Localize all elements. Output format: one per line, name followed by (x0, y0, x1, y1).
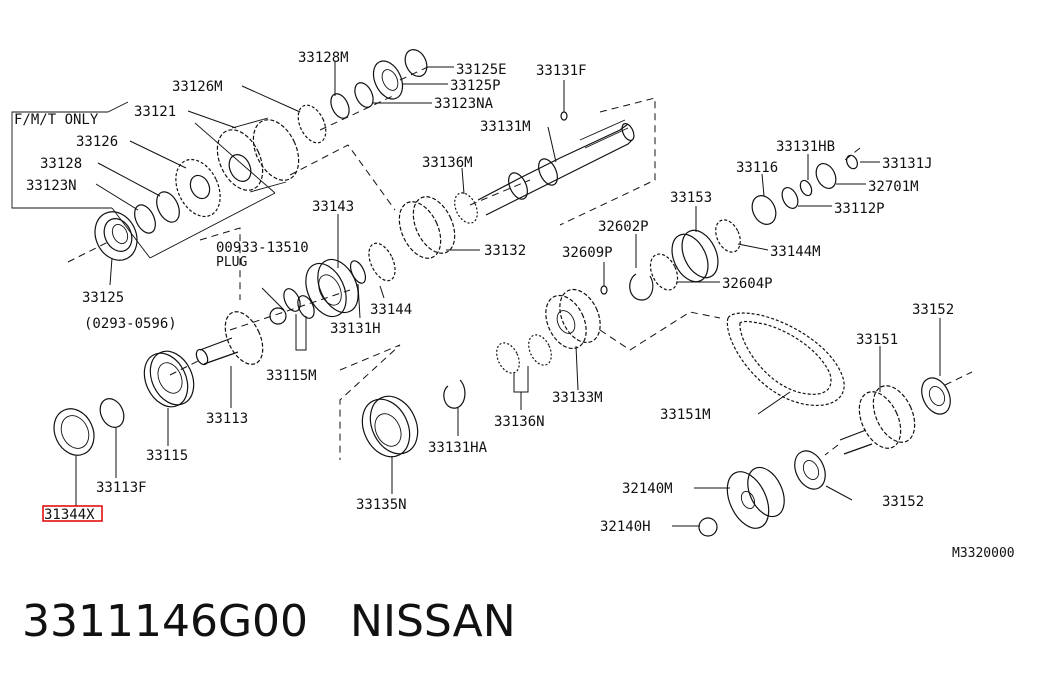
label-33112p: 33112P (834, 201, 885, 217)
ring-33123na (354, 82, 374, 108)
assembly-centerlines (67, 65, 973, 460)
part-caption: 3311146G00 NISSAN (22, 596, 516, 647)
label-33131hb: 33131HB (776, 139, 835, 155)
bearing-33152-lower (794, 450, 826, 490)
seal-31344x (53, 408, 95, 456)
leader-lines (75, 62, 941, 527)
label-32602p: 32602P (598, 219, 649, 235)
label-33136m: 33136M (422, 155, 473, 171)
part-32701m (815, 163, 837, 189)
sleeve-33153 (671, 229, 719, 283)
label-33115m: 33115M (266, 368, 317, 384)
needle-33136m (454, 192, 478, 224)
nut-32140h (698, 517, 718, 537)
label-33116: 33116 (736, 160, 778, 176)
sleeve-33143 (305, 258, 359, 318)
roller-33115m-b (297, 295, 315, 319)
label-33135n: 33135N (356, 497, 407, 513)
label-33132: 33132 (484, 243, 526, 259)
washer-33128m (330, 93, 350, 119)
label-33131h: 33131H (330, 321, 381, 337)
label-33151m: 33151M (660, 407, 711, 423)
washer-33125e (404, 49, 428, 77)
label-33128m: 33128M (298, 50, 349, 66)
label-33126: 33126 (76, 134, 118, 150)
pin-32609p (600, 285, 608, 295)
label-33113: 33113 (206, 411, 248, 427)
label-33144m: 33144M (770, 244, 821, 260)
snapring-33113f (99, 398, 125, 428)
gear-32604p (649, 253, 679, 291)
label-33128: 33128 (40, 156, 82, 172)
label-32604p: 32604P (722, 276, 773, 292)
label-date-range: (0293-0596) (84, 316, 177, 332)
plug-icon (269, 307, 287, 325)
brand-name: NISSAN (350, 596, 516, 647)
snapring-33131ha (443, 379, 466, 409)
bearing-33116 (751, 195, 777, 225)
highlight-box (42, 505, 103, 522)
label-31344x: 31344X (44, 507, 95, 523)
label-33125: 33125 (82, 290, 124, 306)
label-33133m: 33133M (552, 390, 603, 406)
label-33123na: 33123NA (434, 96, 494, 112)
sprocket-33126 (175, 158, 221, 218)
label-33123n: 33123N (26, 178, 77, 194)
label-plug-code: 00933-13510 (216, 240, 309, 256)
mainshaft-33131m (477, 119, 635, 216)
label-plug-name: PLUG (216, 255, 247, 270)
fmt-only-label: F/M/T ONLY (14, 112, 99, 128)
label-33143: 33143 (312, 199, 354, 215)
gear-33144 (368, 242, 396, 282)
label-33125p: 33125P (450, 78, 501, 94)
label-33125e: 33125E (456, 62, 507, 78)
ring-33112p (781, 187, 799, 209)
sprocket-33126m (297, 104, 327, 144)
label-33115: 33115 (146, 448, 188, 464)
bearing-33125p (372, 60, 404, 100)
exploded-parts-diagram: F/M/T ONLY (11, 49, 1015, 561)
needle-33136n-b (528, 334, 552, 366)
diagram-ref: M3320000 (952, 546, 1015, 561)
label-33121: 33121 (134, 104, 176, 120)
label-32140h: 32140H (600, 519, 651, 535)
label-33131f: 33131F (536, 63, 587, 79)
gear-33133m (545, 288, 601, 350)
chain-33151m (726, 312, 845, 407)
part-number: 3311146G00 (22, 596, 309, 647)
label-33152-upper: 33152 (912, 302, 954, 318)
bearing-33115 (143, 350, 195, 408)
label-32609p: 32609P (562, 245, 613, 261)
label-33131m: 33131M (480, 119, 531, 135)
label-33152-lower: 33152 (882, 494, 924, 510)
snapring-32602p (629, 273, 654, 301)
bearing-33125 (94, 211, 138, 261)
label-33136n: 33136N (494, 414, 545, 430)
ring-33128 (156, 191, 180, 223)
ring-33131j (845, 154, 859, 170)
ring-33131hb (799, 179, 813, 197)
bearing-33135n (361, 395, 419, 458)
label-33131ha: 33131HA (428, 440, 488, 456)
gear-33121 (216, 117, 300, 193)
bearing-33152-upper (921, 377, 951, 415)
needle-33136n-a (496, 342, 520, 374)
label-32701m: 32701M (868, 179, 919, 195)
label-33131j: 33131J (882, 156, 933, 172)
gear-33132 (398, 196, 456, 259)
label-33113f: 33113F (96, 480, 147, 496)
pin-33131f (560, 111, 568, 121)
label-33151: 33151 (856, 332, 898, 348)
ring-33123n (134, 204, 156, 234)
input-shaft-33113 (195, 311, 264, 366)
label-33126m: 33126M (172, 79, 223, 95)
label-32140m: 32140M (622, 481, 673, 497)
sprocket-33151 (839, 385, 916, 455)
label-33144: 33144 (370, 302, 412, 318)
label-33153: 33153 (670, 190, 712, 206)
flange-32140m (726, 466, 785, 529)
roller-33115m-a (283, 288, 301, 312)
